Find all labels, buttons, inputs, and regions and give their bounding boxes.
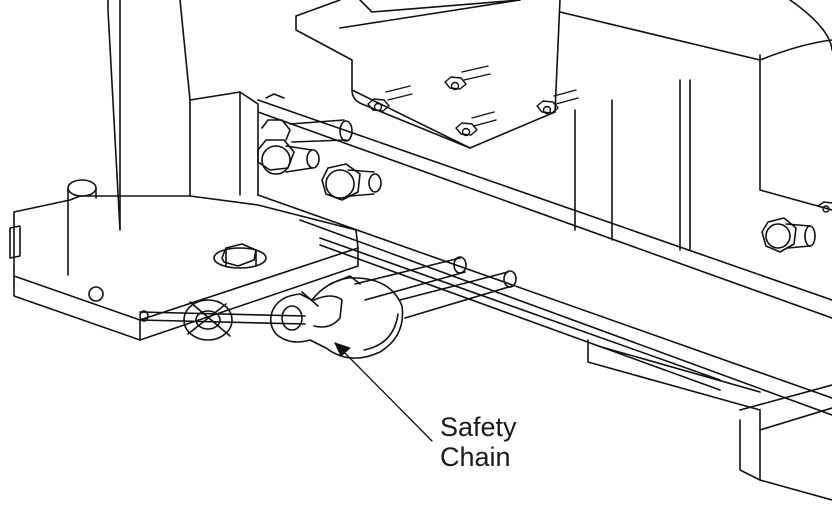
- nut-4: [455, 111, 497, 137]
- callout-label-line1: Safety: [440, 412, 517, 442]
- bolt-4: [265, 93, 285, 99]
- callout-label: Safety Chain: [440, 412, 517, 472]
- bolt-2: [321, 163, 382, 201]
- left-roller: [67, 179, 97, 201]
- bolt-3: [261, 119, 353, 143]
- base-plate: [9, 195, 359, 341]
- nut-5: [817, 201, 832, 213]
- main-rails: [257, 99, 832, 416]
- callout-label-line2: Chain: [440, 442, 511, 472]
- housing-nuts: [367, 65, 832, 213]
- upper-housing: [295, 0, 832, 251]
- callout-leader: [334, 342, 433, 442]
- bolt-1: [257, 139, 320, 175]
- nut-3: [536, 89, 579, 115]
- lower-beam: [587, 339, 832, 501]
- nut-2: [444, 65, 491, 91]
- rail-bolts: [257, 93, 382, 201]
- plate-bolt: [213, 243, 267, 269]
- right-bolt: [761, 217, 816, 253]
- safety-chain-assembly: [139, 256, 517, 359]
- nut-1: [367, 85, 413, 112]
- left-post: [107, 0, 259, 231]
